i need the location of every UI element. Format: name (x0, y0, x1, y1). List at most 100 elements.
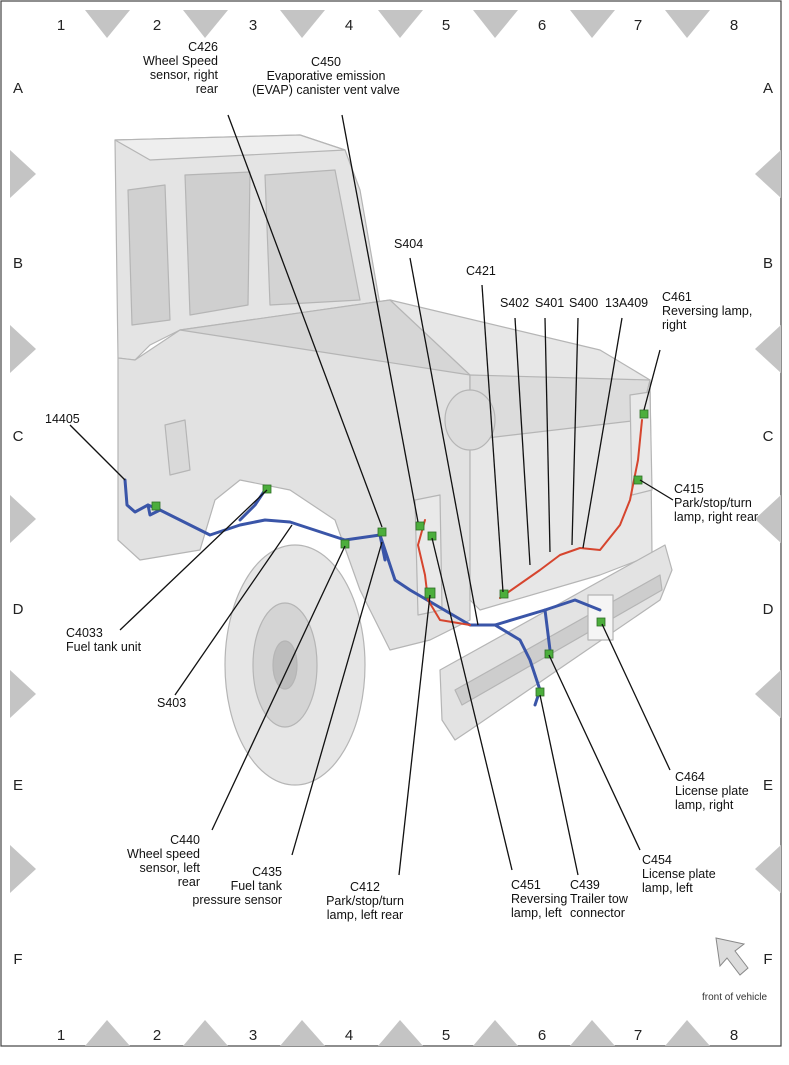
row-label-right-b: B (762, 255, 773, 272)
callout-c426-line-3: rear (195, 82, 218, 96)
row-label-left-c: C (12, 428, 24, 445)
connectors (151, 409, 649, 697)
column-label-bottom-7: 7 (633, 1027, 643, 1044)
leader-c4033 (119, 489, 268, 631)
callout-c426-id: C426 (188, 40, 218, 54)
callout-c435: C435 Fuel tank pressure sensor (182, 865, 282, 907)
column-label-top-1: 1 (56, 17, 66, 34)
callout-s402: S402 (500, 296, 530, 310)
callout-c412-line-1: Park/stop/turn (326, 894, 404, 908)
callout-c435-line-1: Fuel tank (230, 879, 282, 893)
callout-c440-id: C440 (170, 833, 200, 847)
column-label-bottom-3: 3 (248, 1027, 258, 1044)
callout-c435-id: C435 (252, 865, 282, 879)
license-plate (587, 594, 614, 641)
callout-c440-line-3: rear (177, 875, 200, 889)
column-label-bottom-1: 1 (56, 1027, 66, 1044)
leader-c421 (481, 284, 504, 593)
callout-c454-line-1: License plate (642, 867, 716, 881)
connector-14405 (151, 501, 161, 511)
leader-13a409 (582, 317, 623, 549)
callout-14405: 14405 (45, 412, 80, 426)
callout-c415-line-2: lamp, right rear (674, 510, 759, 524)
callout-c421: C421 (466, 264, 496, 278)
leader-s404 (409, 257, 479, 626)
connector-c461 (639, 409, 649, 419)
callout-c461-id: C461 (662, 290, 692, 304)
leader-c451 (431, 537, 513, 871)
callout-s403: S403 (157, 696, 187, 710)
column-label-bottom-4: 4 (344, 1027, 354, 1044)
leader-c440 (211, 545, 346, 831)
bottom-edge-markers (85, 1020, 710, 1046)
callout-c450-line-2: (EVAP) canister vent valve (252, 83, 400, 97)
callout-c451-id: C451 (511, 878, 541, 892)
leader-c426 (227, 114, 383, 528)
connector-c421 (499, 589, 509, 599)
leader-c454 (548, 654, 641, 851)
leader-c464 (601, 623, 671, 771)
callout-s401: S401 (535, 296, 565, 310)
column-label-bottom-2: 2 (152, 1027, 162, 1044)
callout-c439-line-1: Trailer tow (570, 892, 628, 906)
callout-s400: S400 (569, 296, 599, 310)
callout-c415-line-1: Park/stop/turn (674, 496, 752, 510)
leader-s400 (571, 317, 579, 546)
column-label-bottom-8: 8 (729, 1027, 739, 1044)
connector-c4033 (262, 484, 272, 494)
leader-c450 (341, 114, 419, 523)
callout-s404: S404 (394, 237, 424, 251)
column-label-bottom-6: 6 (537, 1027, 547, 1044)
leader-14405 (69, 424, 126, 481)
row-label-right-c: C (762, 428, 774, 445)
leader-lines (69, 114, 674, 876)
column-label-top-8: 8 (729, 17, 739, 34)
callout-c454-id: C454 (642, 853, 672, 867)
rear-window (127, 184, 171, 326)
front-arrow-icon (715, 937, 749, 976)
callout-c415: C415 Park/stop/turn lamp, right rear (674, 482, 758, 524)
leader-s402 (514, 317, 531, 566)
row-label-right-f: F (763, 951, 773, 968)
connector-c415 (633, 475, 643, 485)
callout-c439: C439 Trailer tow connector (570, 878, 628, 920)
row-label-right-d: D (762, 601, 774, 618)
row-label-left-e: E (12, 777, 23, 794)
connector-c464 (596, 617, 606, 627)
column-label-top-2: 2 (152, 17, 162, 34)
callout-c464-line-1: License plate (675, 784, 749, 798)
callout-c426-line-1: Wheel Speed (142, 54, 218, 68)
row-label-left-a: A (12, 80, 23, 97)
callout-13a409: 13A409 (605, 296, 649, 310)
callout-c412-id: C412 (350, 880, 380, 894)
leader-c461 (643, 349, 661, 411)
leader-s401 (544, 317, 551, 553)
callout-c4033-line-1: Fuel tank unit (66, 640, 142, 654)
leader-c439 (539, 694, 579, 876)
connector-c439 (535, 687, 545, 697)
callout-c412-line-2: lamp, left rear (326, 908, 404, 922)
side-window (184, 171, 251, 316)
callout-c440: C440 Wheel speed sensor, left rear (110, 833, 200, 889)
leader-c412 (398, 594, 431, 876)
side-window-2 (264, 169, 361, 306)
row-label-left-d: D (12, 601, 24, 618)
callout-c412: C412 Park/stop/turn lamp, left rear (310, 880, 420, 922)
callout-c464-id: C464 (675, 770, 705, 784)
callout-c439-line-2: connector (570, 906, 625, 920)
callout-c440-line-1: Wheel speed (127, 847, 200, 861)
callout-c426-line-2: sensor, right (149, 68, 218, 82)
callout-c451-line-1: Reversing (511, 892, 568, 906)
callout-c450: C450 Evaporative emission (EVAP) caniste… (246, 55, 406, 97)
callout-c435-line-2: pressure sensor (192, 893, 282, 907)
row-label-right-e: E (762, 777, 773, 794)
fuel-tank (444, 389, 496, 451)
leader-c415 (639, 479, 674, 501)
callout-c461: C461 Reversing lamp, right (662, 290, 752, 332)
column-label-bottom-5: 5 (441, 1027, 451, 1044)
connector-c454 (544, 649, 554, 659)
callout-c464: C464 License plate lamp, right (675, 770, 749, 812)
callout-c439-id: C439 (570, 878, 600, 892)
